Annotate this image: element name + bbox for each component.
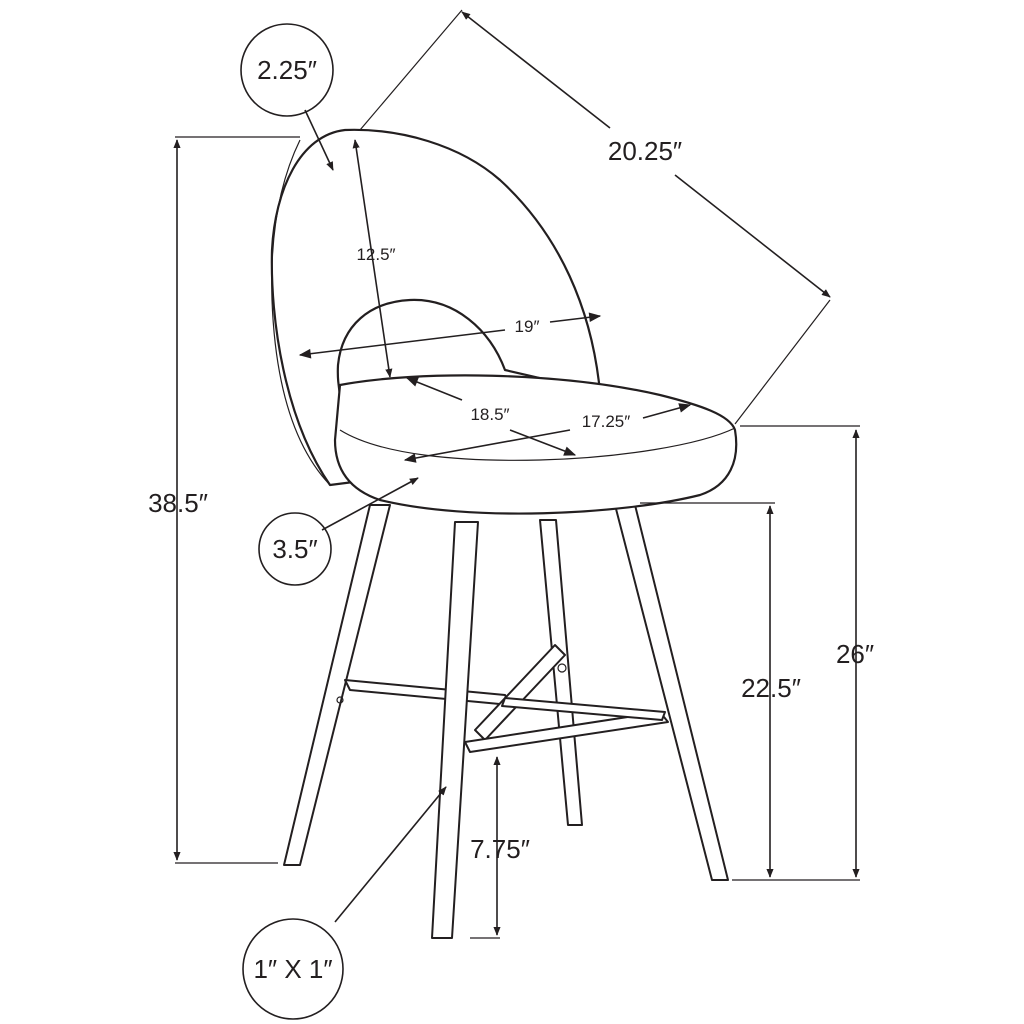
rear-left-leg — [539, 519, 583, 826]
chair-seat — [333, 374, 738, 515]
label-back-width: 19″ — [515, 317, 540, 336]
label-overall-height: 38.5″ — [148, 488, 208, 518]
callout-circles — [240, 23, 344, 1020]
seat-cushion — [333, 374, 738, 515]
dim-line-depth-a — [461, 11, 611, 129]
dim-line-depth-b — [674, 174, 831, 298]
dim-line-back-height — [352, 139, 393, 378]
callout-circle-seat-thickness — [258, 512, 332, 586]
dim-line-seat-width-b — [642, 403, 692, 419]
backrest-edge — [271, 139, 331, 486]
front-left-leg — [431, 521, 479, 939]
footrest-side-bar — [344, 679, 511, 706]
leg-foot-cap — [336, 696, 344, 704]
rear-right-leg — [283, 504, 391, 866]
dim-line-back-width-a — [298, 329, 506, 359]
leader-seat-thickness — [321, 477, 419, 531]
extension-lines — [175, 9, 860, 939]
label-back-thickness: 2.25″ — [257, 55, 317, 85]
dim-line-seat-depth-a — [405, 377, 463, 401]
dim-line-seat-width-a — [403, 429, 571, 463]
callout-circle-back-thickness — [240, 23, 334, 117]
footrest-bolt — [557, 663, 567, 673]
label-overall-depth: 20.25″ — [608, 136, 682, 166]
seat-top-edge — [339, 427, 736, 461]
label-back-height: 12.5″ — [356, 245, 395, 264]
callout-circle-leg-size — [242, 918, 344, 1020]
label-seat-width: 17.25″ — [582, 412, 631, 431]
chair-legs — [283, 504, 729, 939]
label-footrest-to-seat: 22.5″ — [741, 673, 801, 703]
leader-back-thickness — [304, 109, 334, 171]
footrest-front-bar — [464, 711, 669, 753]
dimension-lines — [173, 11, 860, 936]
label-seat-depth: 18.5″ — [470, 405, 509, 424]
label-footrest-height: 7.75″ — [470, 834, 530, 864]
footrest-rail — [501, 697, 666, 721]
front-right-leg — [614, 504, 729, 881]
dim-line-seat-depth-b — [509, 429, 577, 456]
label-seat-height: 26″ — [836, 639, 874, 669]
leader-leg-size — [334, 786, 447, 923]
dimension-labels: 2.25″ 20.25″ 12.5″ 19″ 18.5″ 17.25″ 38.5… — [148, 55, 874, 984]
label-seat-thickness: 3.5″ — [272, 534, 317, 564]
footrest-cross-bar — [474, 644, 566, 741]
label-leg-size: 1″ X 1″ — [253, 954, 332, 984]
dim-line-back-width-b — [549, 312, 602, 323]
